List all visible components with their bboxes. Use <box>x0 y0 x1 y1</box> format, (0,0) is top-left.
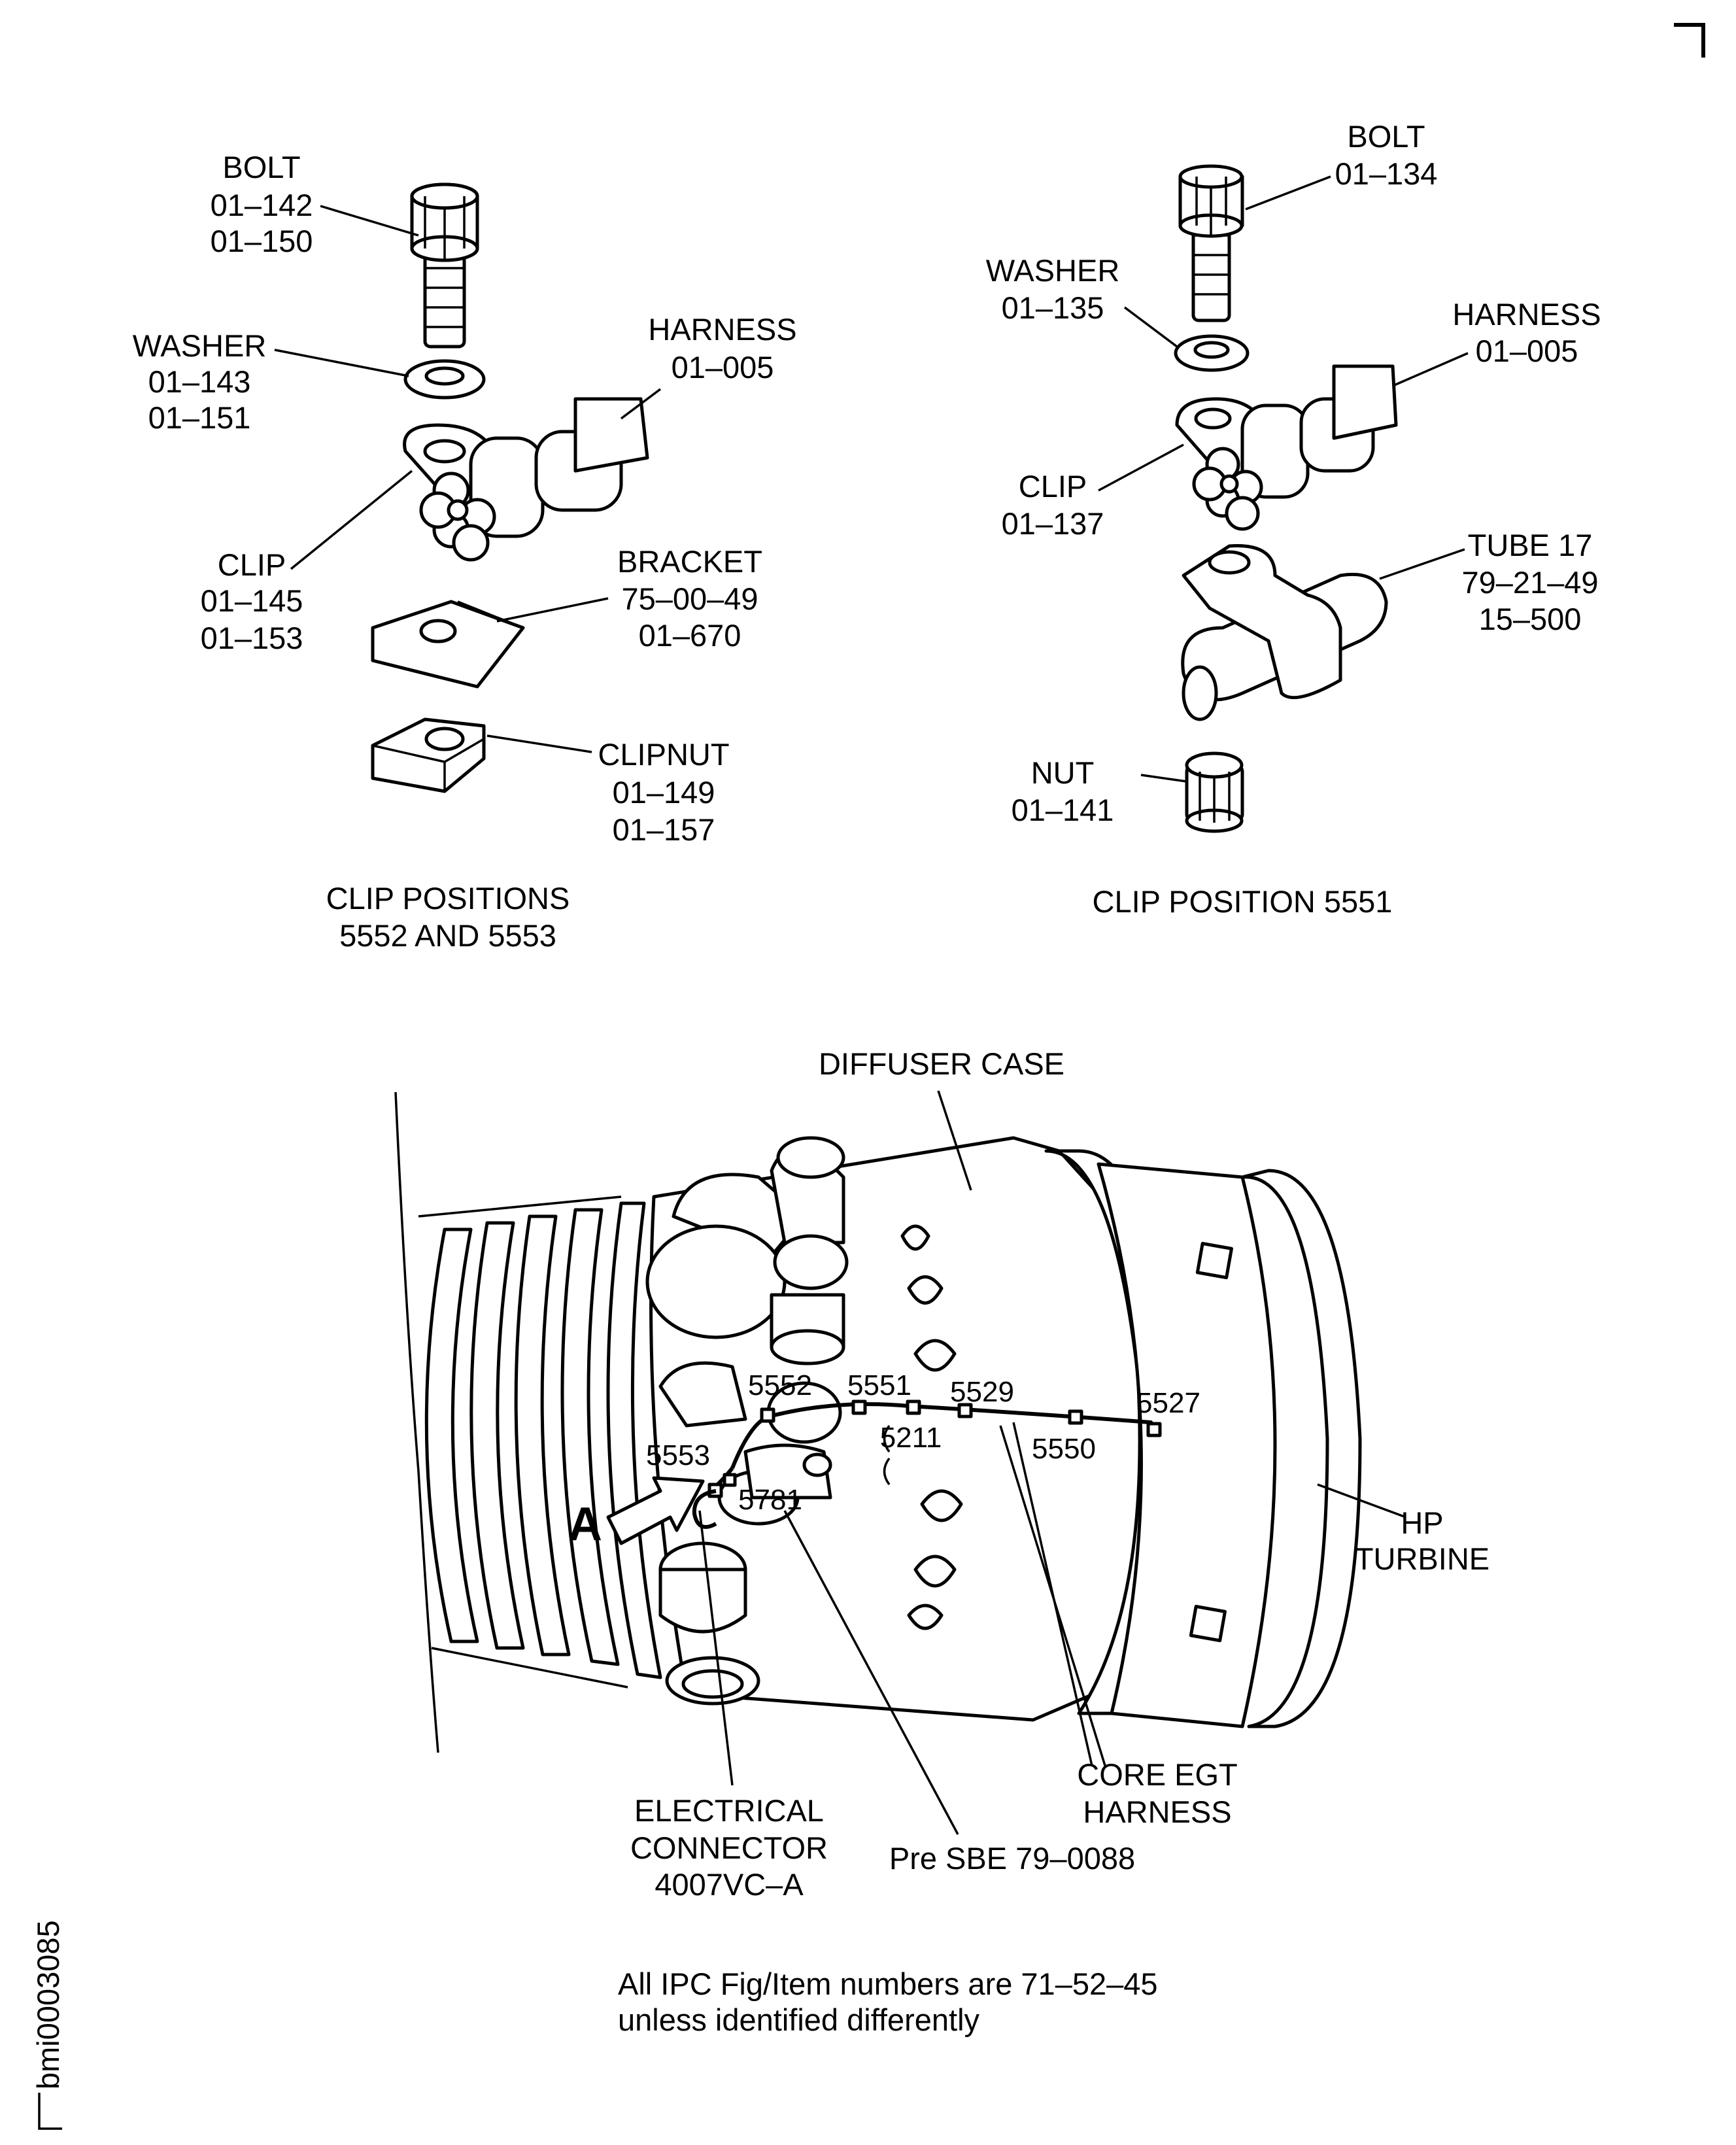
clip-harness-part-right <box>1175 364 1398 531</box>
washer-part <box>403 359 486 400</box>
clip-num2-left: 01–153 <box>201 621 303 655</box>
tube-part-right <box>1181 544 1388 721</box>
central-housing <box>658 1361 842 1500</box>
caption-left-line1: CLIP POSITIONS <box>326 881 570 916</box>
clip-position-5551: 5551 <box>847 1369 911 1401</box>
footnote-line2: unless identified differently <box>618 2002 980 2037</box>
left-clip-assembly: BOLT 01–142 01–150 WASHER 01–143 01–151 … <box>133 150 797 953</box>
view-arrow-a <box>606 1476 705 1545</box>
core-egt-line2: HARNESS <box>1083 1794 1231 1829</box>
harness-label-left: HARNESS <box>648 312 796 347</box>
connector-line1: ELECTRICAL <box>634 1793 824 1828</box>
hp-turbine-line2: TURBINE <box>1355 1541 1489 1576</box>
tube-num2-right: 15–500 <box>1479 602 1582 636</box>
caption-right: CLIP POSITION 5551 <box>1093 884 1393 919</box>
leader-bolt-right <box>1245 175 1331 211</box>
leader-harness-left <box>620 388 662 420</box>
leader-bracket-left <box>496 597 609 623</box>
bolt-part <box>410 182 479 349</box>
bolt-part-right <box>1178 164 1244 322</box>
caption-left-line2: 5552 AND 5553 <box>339 918 556 953</box>
clip-position-5552: 5552 <box>748 1369 812 1401</box>
harness-label-right: HARNESS <box>1452 297 1601 332</box>
diffuser-case-label: DIFFUSER CASE <box>819 1046 1064 1081</box>
bolt-label-right: BOLT <box>1347 119 1425 154</box>
clip-harness-part <box>403 397 649 562</box>
clip-position-5211: 5211 <box>880 1422 942 1454</box>
connector-line2: CONNECTOR <box>630 1830 828 1865</box>
bracket-num2-left: 01–670 <box>639 618 741 653</box>
clip-num1-left: 01–145 <box>201 583 303 618</box>
clip-num1-right: 01–137 <box>1002 506 1104 541</box>
electrical-connector-shape <box>692 1489 717 1529</box>
washer-label-left: WASHER <box>133 328 267 363</box>
leader-clip-right <box>1098 443 1184 492</box>
nut-label-right: NUT <box>1031 755 1095 790</box>
clipnut-num1-left: 01–149 <box>613 775 715 810</box>
tube-num1-right: 79–21–49 <box>1461 565 1598 600</box>
tube-label-right: TUBE 17 <box>1468 528 1593 562</box>
pre-sbe-label: Pre SBE 79–0088 <box>889 1841 1135 1876</box>
washer-num1-right: 01–135 <box>1002 290 1104 325</box>
clipnut-part <box>371 717 486 793</box>
leader-connector <box>698 1510 734 1786</box>
engine-outline-left <box>394 1091 439 1753</box>
washer-num2-left: 01–151 <box>148 400 251 435</box>
washer-part-right <box>1174 334 1250 372</box>
nut-num1-right: 01–141 <box>1012 793 1114 827</box>
core-egt-line1: CORE EGT <box>1077 1757 1237 1792</box>
leader-hp-turbine <box>1317 1483 1406 1519</box>
leader-washer-left <box>274 349 409 377</box>
bracket-num1-left: 75–00–49 <box>621 581 758 616</box>
clip-position-5550: 5550 <box>1032 1433 1096 1465</box>
leader-clip-left <box>290 470 413 570</box>
clip-position-5527: 5527 <box>1136 1387 1200 1419</box>
harness-num1-left: 01–005 <box>672 350 774 385</box>
corner-mark <box>1674 23 1705 58</box>
drawing-id-bracket <box>38 2093 62 2130</box>
right-clip-assembly: BOLT 01–134 WASHER 01–135 HARNESS 01–005… <box>986 119 1601 919</box>
clip-label-left: CLIP <box>218 547 286 582</box>
hp-turbine-line1: HP <box>1401 1505 1443 1540</box>
leader-clipnut-left <box>486 734 592 753</box>
connector-line3: 4007VC–A <box>655 1867 804 1902</box>
turbine-band-3 <box>1240 1169 1362 1728</box>
leader-pre-sbe <box>783 1510 959 1835</box>
leader-nut-right <box>1140 774 1187 783</box>
washer-label-right: WASHER <box>986 253 1120 288</box>
compressor-rings <box>418 1195 662 1689</box>
leader-diffuser-case <box>937 1090 972 1191</box>
bracket-part <box>371 600 525 689</box>
view-arrow-label: A <box>568 1498 602 1551</box>
clip-label-right: CLIP <box>1019 469 1087 504</box>
bolt-num2-left: 01–150 <box>211 224 313 258</box>
bracket-label-left: BRACKET <box>617 544 762 579</box>
clip-position-5553: 5553 <box>646 1439 710 1471</box>
clipnut-num2-left: 01–157 <box>613 812 715 847</box>
leader-harness-right <box>1392 352 1469 387</box>
engine-assembly-view: A DIFFUSER CASE HP TURBINE 5552 5551 552… <box>394 1046 1489 1902</box>
bolt-label-left: BOLT <box>222 150 300 184</box>
clipnut-label-left: CLIPNUT <box>598 737 729 772</box>
leader-washer-right <box>1123 306 1178 348</box>
bolt-num1-right: 01–134 <box>1335 156 1438 191</box>
leader-tube-right <box>1379 548 1465 580</box>
nut-part-right <box>1185 751 1244 833</box>
leader-bolt-left <box>320 205 419 237</box>
clip-position-5529: 5529 <box>950 1376 1014 1408</box>
footnote-line1: All IPC Fig/Item numbers are 71–52–45 <box>618 1966 1158 2001</box>
washer-num1-left: 01–143 <box>148 364 251 399</box>
drawing-id: bmi0003085 <box>31 1920 65 2089</box>
upper-bleed-ports <box>645 1136 849 1365</box>
turbine-band-2 <box>1097 1162 1277 1728</box>
diffuser-ports <box>883 1224 963 1630</box>
clip-position-5781: 5781 <box>738 1484 802 1516</box>
leader-core-egt-2 <box>999 1425 1106 1766</box>
bolt-num1-left: 01–142 <box>211 188 313 222</box>
harness-num1-right: 01–005 <box>1476 334 1578 368</box>
